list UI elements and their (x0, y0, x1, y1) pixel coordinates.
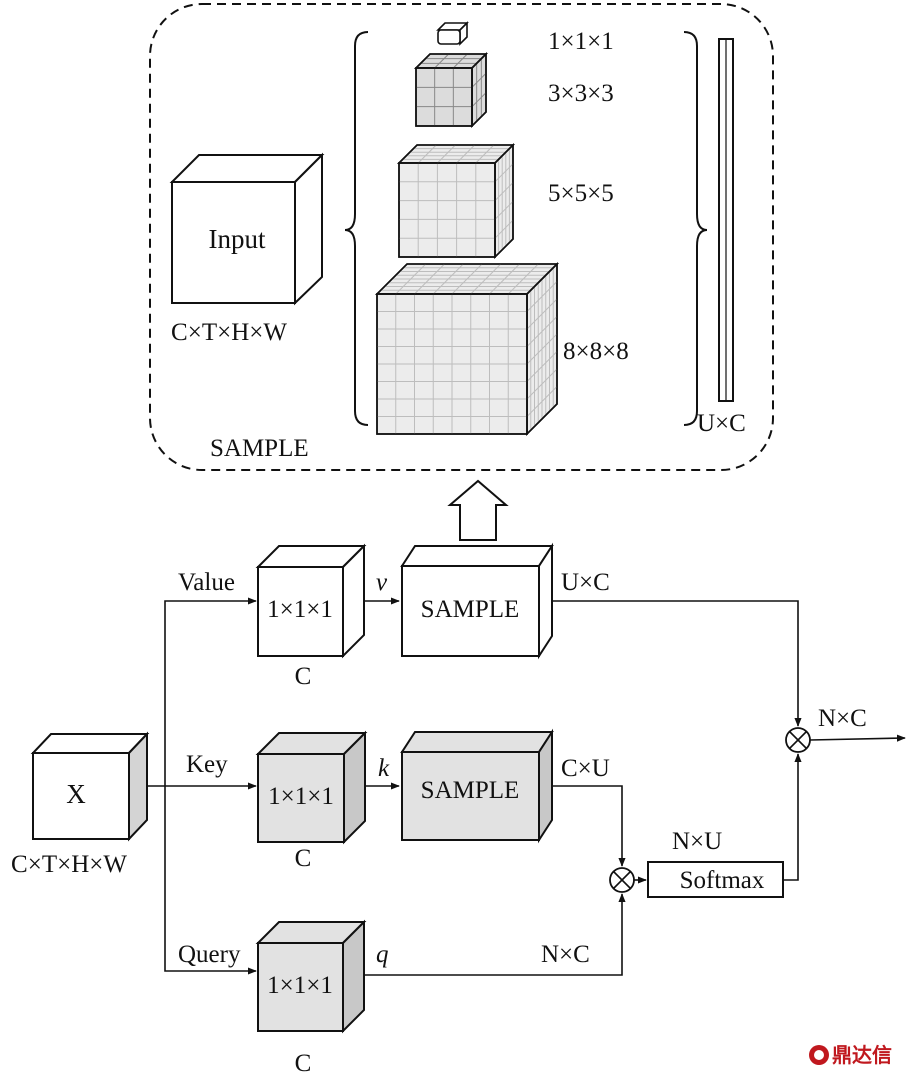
scale-right-brace (683, 31, 708, 426)
branch-lines (147, 597, 257, 975)
query-out-label: N×C (541, 941, 590, 968)
key-branch-name: Key (186, 751, 228, 778)
query-conv-cube (255, 919, 367, 1034)
value-channels: C (295, 663, 312, 690)
key-to-product-line (552, 785, 626, 867)
softmax-label: Softmax (680, 867, 765, 894)
sample-panel-caption: SAMPLE (210, 435, 309, 462)
final-output-line (809, 734, 906, 742)
value-branch-name: Value (178, 569, 235, 596)
final-output-label: N×C (818, 705, 867, 732)
key-sample-label: SAMPLE (421, 777, 520, 804)
query-branch-name: Query (178, 941, 241, 968)
scale-label-1x1x1: 1×1×1 (548, 28, 614, 55)
key-symbol: k (378, 755, 390, 782)
key-sample-box (400, 728, 554, 844)
query-symbol: q (376, 941, 389, 968)
multiply-node-output (785, 727, 811, 753)
key-conv-label: 1×1×1 (268, 783, 334, 810)
scale-cube-5x5x5 (397, 143, 515, 259)
scale-label-5x5x5: 5×5×5 (548, 180, 614, 207)
scale-label-8x8x8: 8×8×8 (563, 338, 629, 365)
key-out-label: C×U (561, 755, 610, 782)
scale-cube-3x3x3 (414, 52, 488, 128)
query-to-product-line (364, 893, 626, 976)
value-conv-cube (255, 543, 367, 659)
value-symbol: v (376, 569, 388, 596)
softmax-to-output-line (783, 753, 802, 881)
expand-up-arrow (447, 479, 509, 541)
value-to-output-line (552, 600, 802, 727)
x-input-label: X (66, 779, 86, 809)
value-out-label: U×C (561, 569, 610, 596)
input-cube-label: Input (209, 224, 266, 254)
sample-panel-border (149, 3, 774, 471)
watermark: 鼎达信 (809, 1043, 892, 1067)
softmax-out-label: N×U (672, 828, 722, 855)
scale-cube-1x1x1 (436, 21, 469, 46)
key-channels: C (295, 845, 312, 872)
x-input-dims: C×T×H×W (11, 851, 127, 878)
query-channels: C (295, 1050, 312, 1077)
query-conv-label: 1×1×1 (267, 972, 333, 999)
value-sample-label: SAMPLE (421, 596, 520, 623)
scale-cube-8x8x8 (375, 262, 559, 436)
input-cube-dims: C×T×H×W (171, 319, 287, 346)
softmax-box (647, 861, 784, 898)
multiply-node-attention (609, 867, 635, 893)
value-conv-label: 1×1×1 (267, 596, 333, 623)
sample-panel: Input C×T×H×W 1×1×1 3×3×3 5×5×5 8×8×8 U×… (149, 3, 774, 471)
watermark-text: 鼎达信 (832, 1043, 892, 1067)
sample-output-label: U×C (697, 410, 746, 437)
scale-left-brace (344, 31, 369, 426)
input-cube (169, 152, 325, 306)
value-sample-box (400, 542, 554, 660)
key-conv-cube (255, 730, 368, 845)
x-input-cube (30, 731, 150, 842)
scale-label-3x3x3: 3×3×3 (548, 80, 614, 107)
